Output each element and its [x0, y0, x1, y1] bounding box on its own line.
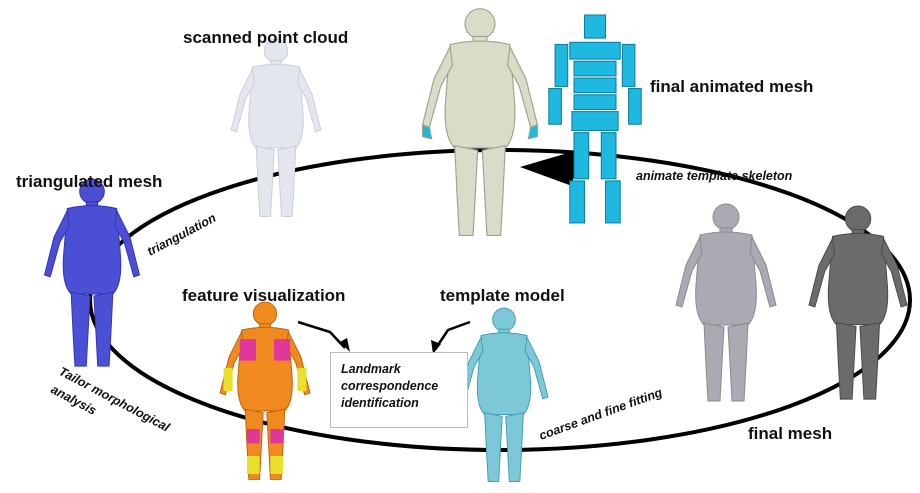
title-feature-visualization: feature visualization: [182, 286, 345, 306]
label-animate-template-skeleton: animate template skeleton: [636, 169, 793, 183]
final-mesh-figure: [676, 204, 776, 401]
arrow-template-to-box: [436, 322, 470, 348]
label-coarse-and-fine-fitting: coarse and fine fitting: [537, 385, 664, 443]
animated-skin-figure: [423, 9, 538, 236]
landmark-box-line2: correspondence: [341, 378, 457, 395]
title-scanned-point-cloud: scanned point cloud: [183, 28, 348, 48]
title-final-animated-mesh: final animated mesh: [650, 77, 813, 97]
landmark-box-line3: identification: [341, 395, 457, 412]
title-triangulated-mesh: triangulated mesh: [16, 172, 162, 192]
landmark-box: Landmark correspondence identification: [330, 352, 468, 428]
arrow-feature-to-box: [298, 322, 345, 348]
animated-skeleton-figure: [549, 15, 641, 223]
triangulated-mesh-figure: [44, 179, 139, 366]
landmark-box-line1: Landmark: [341, 361, 457, 378]
title-final-mesh: final mesh: [748, 424, 832, 444]
feature-visualization-figure: [220, 302, 310, 479]
point-cloud-figure: [231, 39, 321, 216]
title-template-model: template model: [440, 286, 565, 306]
final-mesh-dark-figure: [809, 206, 907, 399]
template-model-figure: [460, 308, 548, 481]
